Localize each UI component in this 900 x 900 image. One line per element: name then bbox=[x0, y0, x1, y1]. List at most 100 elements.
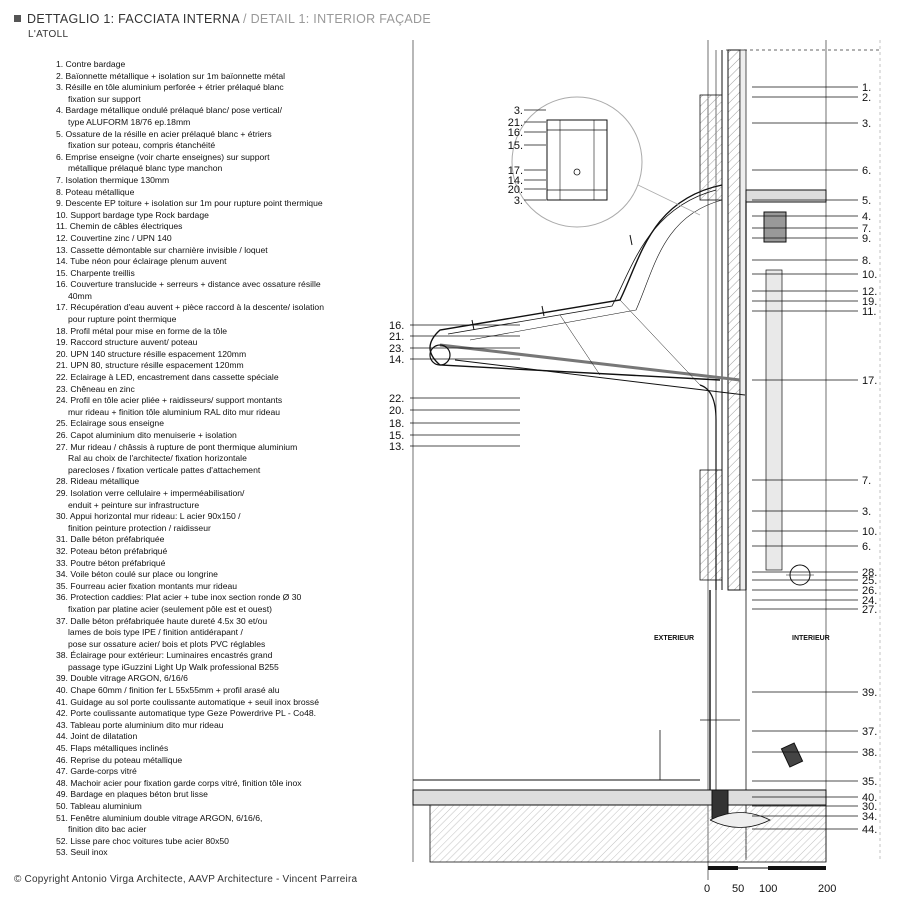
callout-label: 28. bbox=[862, 567, 877, 579]
callout-label: 2. bbox=[862, 92, 871, 104]
legend-item-continuation: 40mm bbox=[68, 290, 92, 301]
legend-item-text: 11. Chemin de câbles électriques bbox=[56, 221, 183, 232]
zone-label-exterior: EXTERIEUR bbox=[654, 635, 694, 642]
legend-item: 10. Support bardage type Rock bardage bbox=[56, 210, 366, 222]
callout-label: 14. bbox=[389, 354, 404, 366]
callout-label: 17. bbox=[862, 375, 877, 387]
legend-item-text: 53. Seuil inox bbox=[56, 847, 108, 858]
callout-label: 37. bbox=[862, 726, 877, 738]
legend-item: 26. Capot aluminium dito menuiserie + is… bbox=[56, 430, 366, 442]
legend-item: 38. Éclairage pour extérieur: Luminaires… bbox=[56, 650, 366, 673]
legend-item-continuation: Ral au choix de l'architecte/ fixation h… bbox=[68, 453, 247, 464]
scale-tick-0: 0 bbox=[704, 883, 710, 895]
legend-item: 45. Flaps métalliques inclinés bbox=[56, 743, 366, 755]
legend-item-text: 31. Dalle béton préfabriquée bbox=[56, 534, 165, 545]
legend-item-text: 32. Poteau béton préfabriqué bbox=[56, 545, 168, 556]
legend-item: 50. Tableau aluminium bbox=[56, 801, 366, 813]
callout-label: 20. bbox=[508, 184, 523, 196]
callout-label: 19. bbox=[862, 296, 877, 308]
callout-label: 44. bbox=[862, 824, 877, 836]
callout-label: 17. bbox=[508, 165, 523, 177]
copyright: © Copyright Antonio Virga Architecte, AA… bbox=[14, 874, 358, 885]
legend-item: 31. Dalle béton préfabriquée bbox=[56, 534, 366, 546]
legend-item-text: 23. Chêneau en zinc bbox=[56, 383, 135, 394]
page-title: DETTAGLIO 1: FACCIATA INTERNA / DETAIL 1… bbox=[14, 12, 431, 26]
legend-item-text: 34. Voile béton coulé sur place ou longr… bbox=[56, 569, 218, 580]
legend-item-text: 22. Eclairage à LED, encastrement dans c… bbox=[56, 372, 279, 383]
legend-item-text: 28. Rideau métallique bbox=[56, 476, 140, 487]
legend-item: 19. Raccord structure auvent/ poteau bbox=[56, 337, 366, 349]
legend-item-continuation: fixation par platine acier (seulement pô… bbox=[68, 603, 272, 614]
legend-item: 14. Tube néon pour éclairage plenum auve… bbox=[56, 256, 366, 268]
legend-item: 44. Joint de dilatation bbox=[56, 731, 366, 743]
legend-item-text: 38. Éclairage pour extérieur: Luminaires… bbox=[56, 650, 273, 661]
legend-item-text: 27. Mur rideau / châssis à rupture de po… bbox=[56, 441, 298, 452]
legend-item-text: 30. Appui horizontal mur rideau: L acier… bbox=[56, 511, 241, 522]
scale-bar: 0 50 100 200 bbox=[704, 866, 836, 895]
scale-tick-100: 100 bbox=[759, 883, 777, 895]
callout-label: 14. bbox=[508, 175, 523, 187]
legend-item: 39. Double vitrage ARGON, 6/16/6 bbox=[56, 673, 366, 685]
callout-label: 11. bbox=[862, 306, 876, 318]
callout-label: 3. bbox=[862, 118, 871, 130]
inset-detail bbox=[511, 96, 701, 228]
project-name: L'ATOLL bbox=[28, 29, 69, 40]
legend-item: 27. Mur rideau / châssis à rupture de po… bbox=[56, 442, 366, 477]
callout-label: 34. bbox=[862, 811, 877, 823]
legend-item: 35. Fourreau acier fixation montants mur… bbox=[56, 581, 366, 593]
callout-label: 3. bbox=[862, 506, 871, 518]
legend-item: 7. Isolation thermique 130mm bbox=[56, 175, 366, 187]
callout-label: 26. bbox=[862, 585, 877, 597]
callout-label: 6. bbox=[862, 541, 871, 553]
callout-label: 10. bbox=[862, 269, 877, 281]
callout-label: 21. bbox=[389, 331, 404, 343]
left-callouts: 16.21.23.14.22.20.18.15.13. bbox=[389, 320, 520, 453]
legend-item-text: 44. Joint de dilatation bbox=[56, 731, 138, 742]
legend-item: 48. Machoir acier pour fixation garde co… bbox=[56, 778, 366, 790]
callout-label: 5. bbox=[862, 195, 871, 207]
legend-item-text: 42. Porte coulissante automatique type G… bbox=[56, 708, 317, 719]
legend-item-continuation: finition dito bac acier bbox=[68, 824, 147, 835]
callout-label: 40. bbox=[862, 792, 877, 804]
legend-item: 23. Chêneau en zinc bbox=[56, 384, 366, 396]
callout-label: 20. bbox=[389, 405, 404, 417]
callout-label: 16. bbox=[508, 127, 523, 139]
legend-item-text: 5. Ossature de la résille en acier préla… bbox=[56, 128, 272, 139]
legend-item-text: 45. Flaps métalliques inclinés bbox=[56, 743, 169, 754]
canopy bbox=[429, 184, 746, 590]
callout-label: 8. bbox=[862, 255, 871, 267]
legend-item: 20. UPN 140 structure résille espacement… bbox=[56, 349, 366, 361]
title-square-icon bbox=[14, 15, 21, 22]
legend-item: 9. Descente EP toiture + isolation sur 1… bbox=[56, 198, 366, 210]
legend-item-text: 50. Tableau aluminium bbox=[56, 801, 142, 811]
legend-item-continuation: lames de bois type IPE / finition antidé… bbox=[68, 627, 243, 638]
legend-item: 33. Poutre béton préfabriqué bbox=[56, 558, 366, 570]
grid-lines bbox=[412, 40, 881, 880]
legend-item: 2. Baïonnette métallique + isolation sur… bbox=[56, 71, 366, 83]
callout-label: 30. bbox=[862, 801, 877, 813]
legend-item-text: 26. Capot aluminium dito menuiserie + is… bbox=[56, 430, 237, 440]
callout-label: 6. bbox=[862, 165, 871, 177]
legend-item: 30. Appui horizontal mur rideau: L acier… bbox=[56, 511, 366, 534]
title-italian: DETTAGLIO 1: FACCIATA INTERNA bbox=[27, 12, 240, 26]
legend-item: 4. Bardage métallique ondulé prélaqué bl… bbox=[56, 105, 366, 128]
scale-tick-50: 50 bbox=[732, 883, 744, 895]
legend-item: 41. Guidage au sol porte coulissante aut… bbox=[56, 697, 366, 709]
title-separator: / bbox=[243, 12, 247, 26]
legend-item: 17. Récupération d'eau auvent + pièce ra… bbox=[56, 302, 366, 325]
title-english: DETAIL 1: INTERIOR FAÇADE bbox=[250, 12, 432, 26]
legend-item-text: 14. Tube néon pour éclairage plenum auve… bbox=[56, 256, 227, 267]
legend-item-text: 21. UPN 80, structure résille espacement… bbox=[56, 360, 244, 371]
legend-item: 16. Couverture translucide + serreurs + … bbox=[56, 279, 366, 302]
callout-label: 27. bbox=[862, 604, 877, 616]
legend-item: 15. Charpente treillis bbox=[56, 268, 366, 280]
callout-label: 39. bbox=[862, 687, 877, 699]
legend-item: 53. Seuil inox bbox=[56, 847, 366, 859]
legend-item: 11. Chemin de câbles électriques bbox=[56, 221, 366, 233]
callout-label: 3. bbox=[514, 105, 523, 117]
legend-item-text: 35. Fourreau acier fixation montants mur… bbox=[56, 580, 238, 591]
legend-item: 1. Contre bardage bbox=[56, 59, 366, 71]
legend-item-continuation: fixation sur poteau, compris étanchéité bbox=[68, 140, 216, 151]
legend-item-continuation: fixation sur support bbox=[68, 93, 141, 104]
